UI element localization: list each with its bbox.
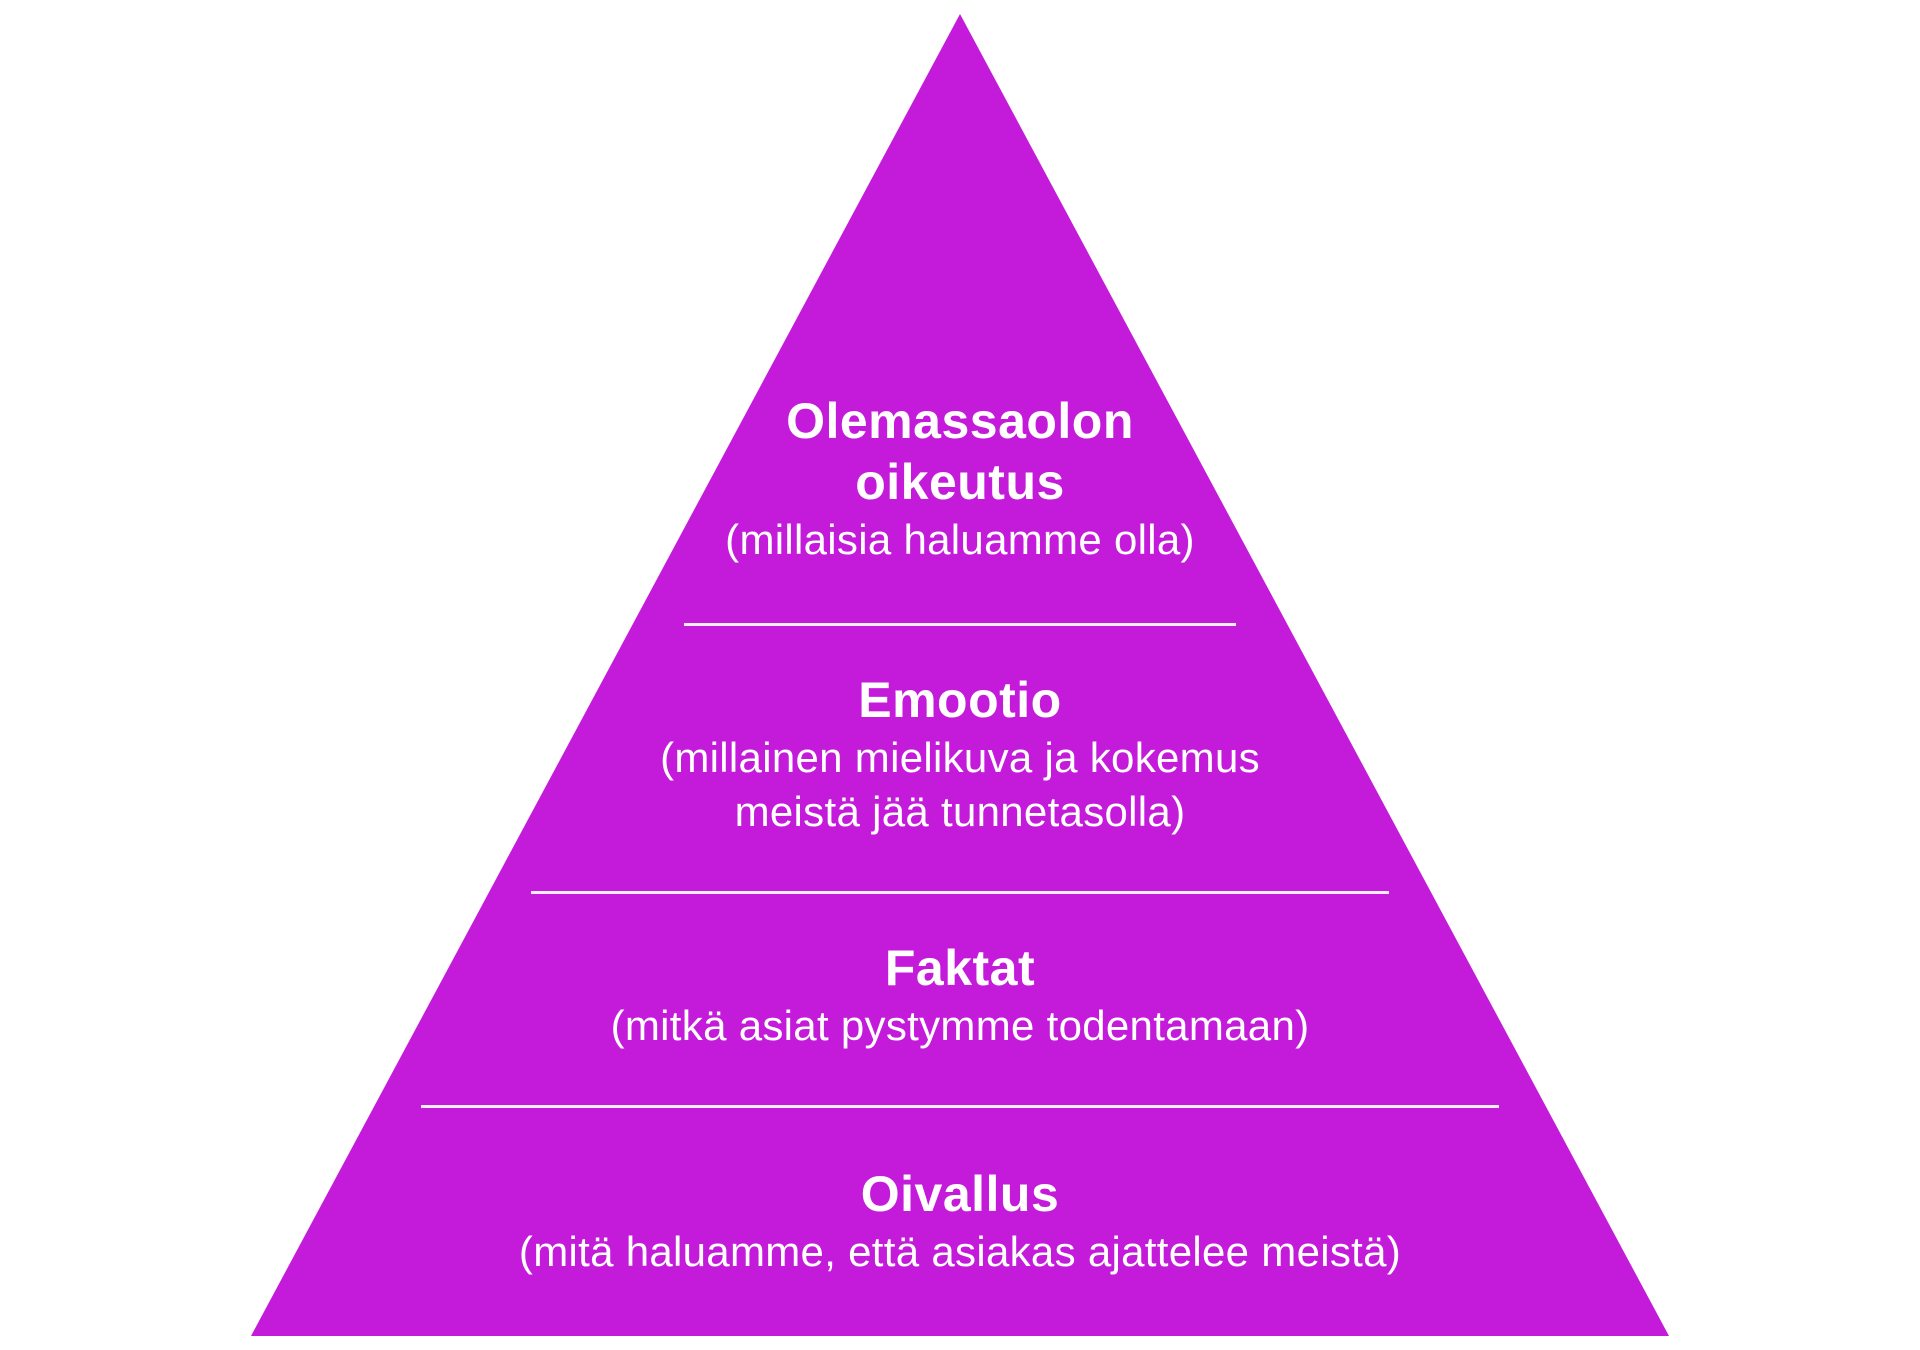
pyramid-level-faktat: Faktat (mitkä asiat pystymme todentamaan…	[0, 938, 1920, 1053]
level-4-subtitle: (mitä haluamme, että asiakas ajattelee m…	[518, 1228, 1402, 1275]
level-1-title-line-2: oikeutus	[855, 454, 1065, 510]
level-divider-2	[531, 891, 1389, 894]
pyramid-level-oivallus: Oivallus (mitä haluamme, että asiakas aj…	[0, 1164, 1920, 1279]
level-divider-3	[421, 1105, 1499, 1108]
level-2-subtitle-line-2: meistä jää tunnetasolla)	[734, 788, 1186, 835]
level-2-subtitle-line-1: (millainen mielikuva ja kokemus	[660, 734, 1260, 781]
level-1-subtitle: (millaisia haluamme olla)	[725, 516, 1195, 563]
level-1-title-line-1: Olemassaolon	[786, 393, 1134, 449]
level-4-title: Oivallus	[860, 1166, 1060, 1222]
level-2-title: Emootio	[858, 672, 1062, 728]
pyramid-level-olemassaolon-oikeutus: Olemassaolon oikeutus (millaisia haluamm…	[0, 391, 1920, 567]
level-3-title: Faktat	[884, 940, 1036, 996]
level-divider-1	[684, 623, 1236, 626]
pyramid-level-emootio: Emootio (millainen mielikuva ja kokemus …	[0, 670, 1920, 839]
level-3-subtitle: (mitkä asiat pystymme todentamaan)	[610, 1002, 1310, 1049]
